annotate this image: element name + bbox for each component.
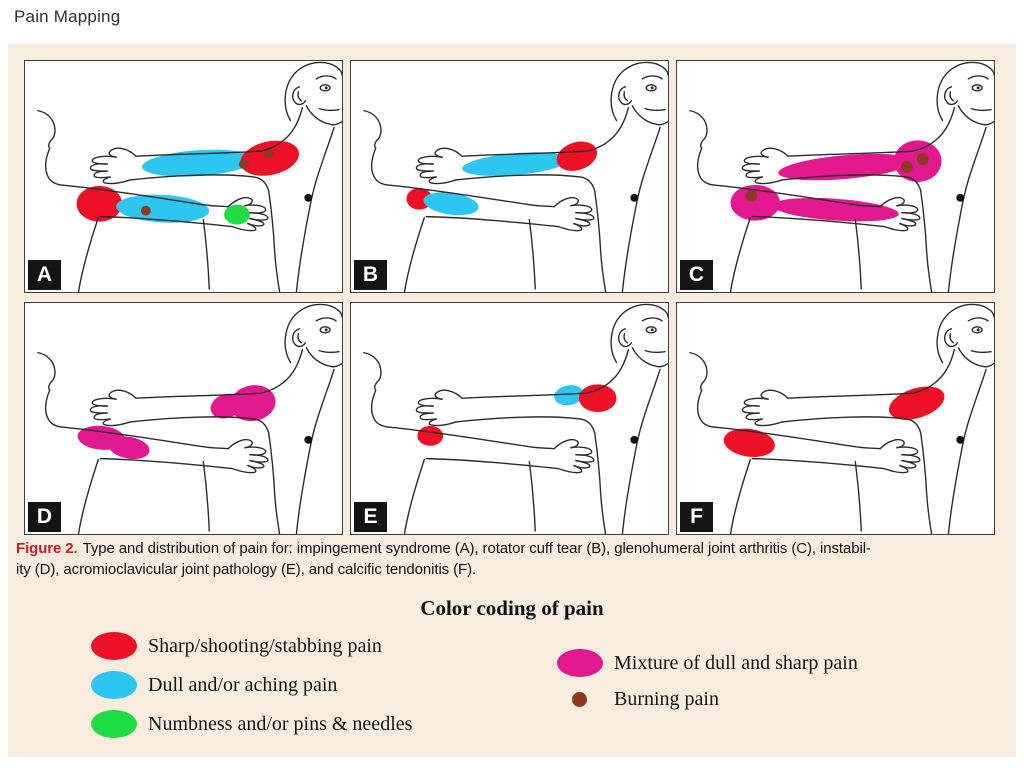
person-outline	[363, 61, 668, 292]
legend-item: Sharp/shooting/stabbing pain	[91, 632, 412, 660]
pain-region-brown	[263, 148, 274, 159]
panel-label-badge: F	[680, 502, 713, 532]
magenta-ellipse-swatch	[557, 649, 603, 677]
pain-region-cyan	[554, 385, 584, 406]
pain-region-cyan	[142, 149, 255, 177]
pain-diagram-b	[363, 61, 668, 292]
legend-item-label: Numbness and/or pins & needles	[148, 712, 413, 735]
pain-diagram-f	[689, 303, 994, 534]
legend-item: Mixture of dull and sharp pain	[557, 649, 858, 677]
pain-region-magenta	[772, 197, 899, 222]
pain-regions	[723, 386, 945, 457]
legend-item: Burning pain	[557, 688, 858, 711]
panel-d: D	[24, 302, 343, 535]
figure-caption-line1: Type and distribution of pain for: impin…	[82, 540, 871, 557]
pain-regions	[406, 141, 598, 216]
person-outline	[689, 303, 994, 534]
pain-region-red	[556, 141, 598, 171]
pain-region-cyan	[423, 192, 479, 216]
pain-region-brown	[916, 153, 929, 166]
pain-regions	[730, 140, 942, 222]
pain-region-red	[723, 428, 775, 457]
brown-dot-swatch	[572, 692, 587, 707]
pain-region-brown	[140, 205, 151, 216]
pain-region-brown	[238, 159, 249, 170]
panel-e: E	[350, 302, 669, 535]
legend-item-label: Sharp/shooting/stabbing pain	[148, 634, 382, 657]
panel-b: B	[350, 60, 669, 293]
pain-region-magenta	[730, 184, 781, 221]
green-ellipse-swatch	[91, 710, 137, 738]
panel-label-badge: A	[28, 260, 61, 290]
panel-a: A	[24, 60, 343, 293]
legend-item: Numbness and/or pins & needles	[91, 710, 412, 738]
pain-region-red	[417, 425, 444, 446]
pain-region-brown	[745, 189, 758, 202]
pain-regions	[77, 385, 276, 460]
pain-region-red	[578, 384, 617, 413]
panel-label-badge: B	[354, 260, 387, 290]
person-outline	[37, 61, 342, 292]
figure-caption-label: Figure 2.	[16, 540, 78, 557]
pain-region-green	[224, 204, 250, 225]
panel-label-badge: D	[28, 502, 61, 532]
figure-caption: Figure 2.Type and distribution of pain f…	[16, 538, 1008, 580]
panel-label-badge: C	[680, 260, 713, 290]
pain-regions	[417, 384, 617, 446]
pain-region-brown	[900, 161, 913, 174]
panel-c: C	[676, 60, 995, 293]
pain-region-magenta	[108, 436, 150, 460]
legend-item: Dull and/or aching pain	[91, 671, 412, 699]
legend-column-left: Sharp/shooting/stabbing pain Dull and/or…	[91, 632, 412, 749]
figure-board: A B C D	[8, 44, 1016, 757]
panel-label-badge: E	[354, 502, 387, 532]
pain-diagram-c	[689, 61, 994, 292]
page-title: Pain Mapping	[14, 7, 121, 26]
panel-f: F	[676, 302, 995, 535]
pain-region-red	[240, 140, 299, 176]
person-outline	[363, 303, 668, 534]
pain-region-magenta	[778, 153, 913, 181]
legend-item-label: Dull and/or aching pain	[148, 673, 338, 696]
pain-region-cyan	[462, 152, 569, 176]
cyan-ellipse-swatch	[91, 671, 137, 699]
legend-column-right: Mixture of dull and sharp pain Burning p…	[557, 649, 858, 722]
pain-region-red	[76, 185, 123, 222]
legend-item-label: Mixture of dull and sharp pain	[614, 651, 858, 674]
pain-diagram-e	[363, 303, 668, 534]
figure-caption-line2: ity (D), acromioclavicular joint patholo…	[16, 561, 477, 578]
pain-diagram-d	[37, 303, 342, 534]
legend-title: Color coding of pain	[420, 596, 604, 620]
person-outline	[37, 303, 342, 534]
legend-item-label: Burning pain	[614, 688, 719, 710]
pain-regions	[76, 140, 299, 225]
red-ellipse-swatch	[91, 632, 137, 660]
pain-region-red	[889, 386, 945, 420]
pain-diagram-a	[37, 61, 342, 292]
